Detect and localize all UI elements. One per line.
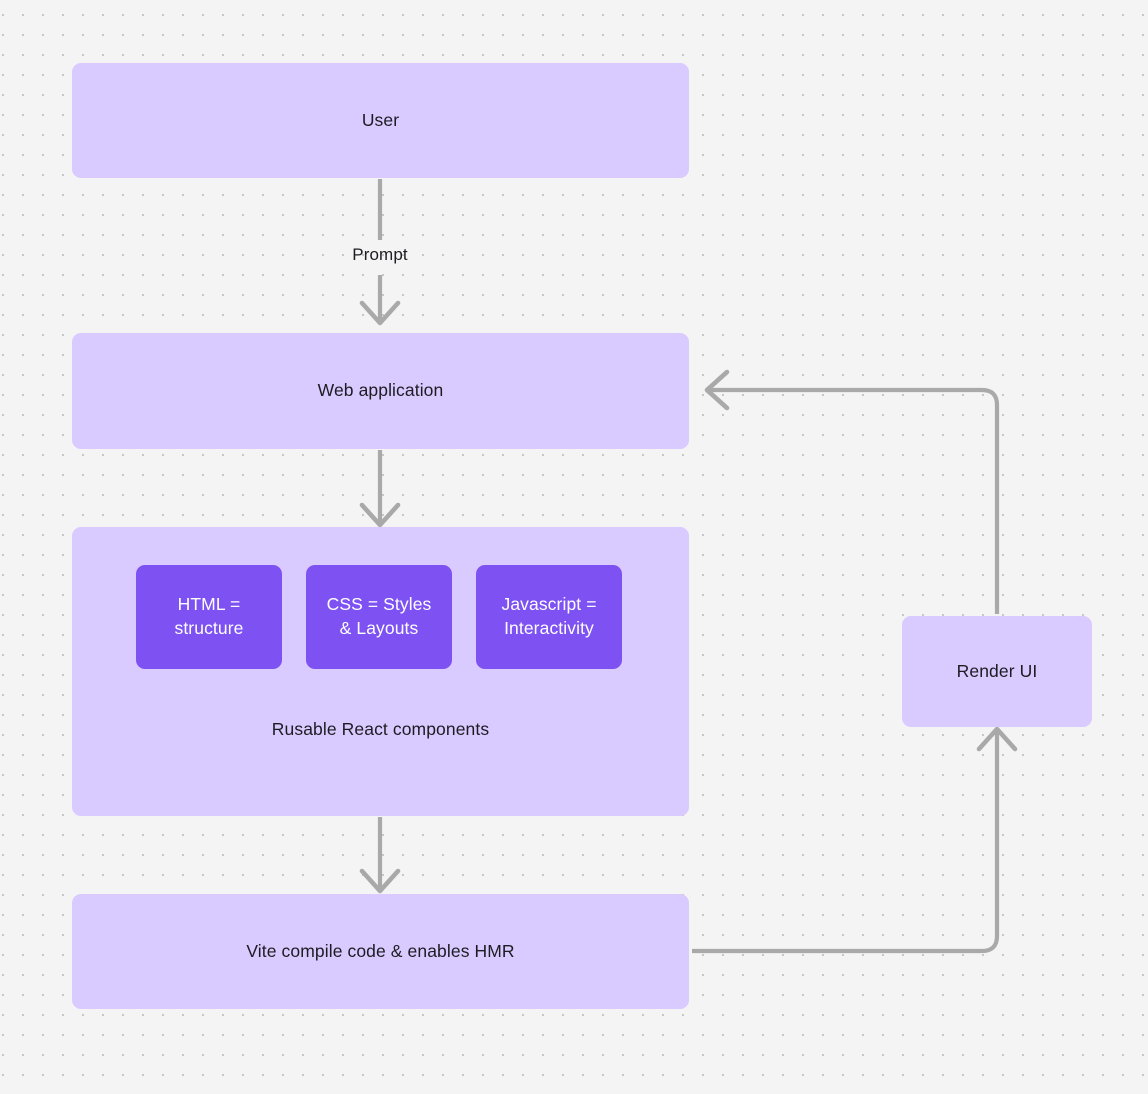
node-render-ui[interactable]: Render UI [902,616,1092,727]
node-vite-label: Vite compile code & enables HMR [246,940,515,961]
arrowhead-down-components [359,502,401,528]
node-html-label: HTML = structure [174,594,244,638]
node-vite[interactable]: Vite compile code & enables HMR [72,894,689,1009]
edge-label-prompt: Prompt [352,245,408,264]
node-javascript[interactable]: Javascript = Interactivity [476,565,622,669]
arrowhead-down-vite [359,868,401,894]
node-web-application-label: Web application [317,380,444,401]
edge-render-ui-to-web-application [710,387,1000,614]
node-user[interactable]: User [72,63,689,178]
node-html[interactable]: HTML = structure [136,565,282,669]
edge-vite-to-render-ui [692,730,1000,954]
node-user-label: User [361,109,400,130]
node-web-application[interactable]: Web application [72,333,689,449]
node-css[interactable]: CSS = Styles & Layouts [306,565,452,669]
node-render-ui-label: Render UI [956,660,1038,681]
node-css-label: CSS = Styles & Layouts [326,594,432,638]
node-components-group-label: Rusable React components [271,719,490,739]
arrowhead-up-render-ui [976,726,1018,752]
node-javascript-label: Javascript = Interactivity [501,594,597,638]
node-components-group[interactable]: HTML = structure CSS = Styles & Layouts … [72,527,689,816]
arrowhead-left-web-application [704,369,730,411]
arrowhead-down-web-application [359,300,401,326]
